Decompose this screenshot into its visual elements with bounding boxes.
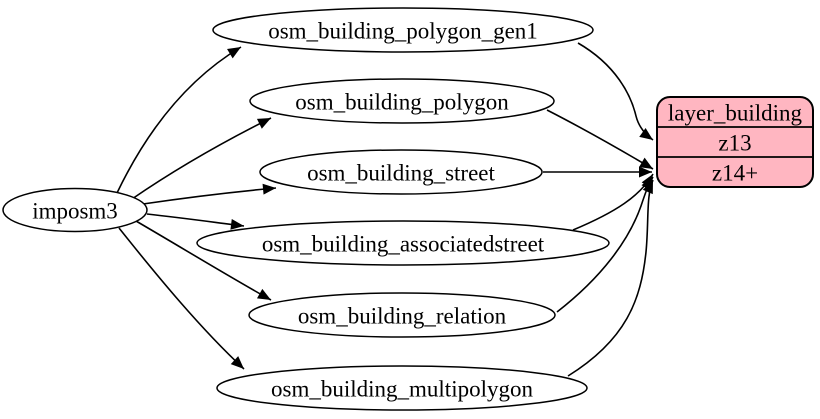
associatedstreet-label: osm_building_associatedstreet [262, 232, 545, 257]
multipolygon-label: osm_building_multipolygon [271, 377, 533, 402]
polygon-label: osm_building_polygon [295, 90, 509, 115]
polygon-ellipse [249, 78, 555, 124]
edge-multipolygon-to-z14 [567, 179, 654, 377]
relation-ellipse [248, 292, 556, 338]
layer-building-box [656, 96, 814, 188]
node-osm-building-multipolygon: osm_building_multipolygon [216, 365, 588, 411]
edges-from-source [116, 46, 277, 370]
node-osm-building-relation: osm_building_relation [248, 292, 556, 338]
edge-imposm3-to-multipolygon [118, 227, 245, 370]
node-osm-building-polygon: osm_building_polygon [249, 78, 555, 124]
polygon-gen1-label: osm_building_polygon_gen1 [268, 19, 538, 44]
layer-building-row-z14plus: z14+ [712, 161, 758, 186]
node-osm-building-street: osm_building_street [259, 149, 543, 195]
associatedstreet-ellipse [196, 220, 610, 266]
edge-imposm3-to-polygon-gen1 [116, 46, 242, 194]
polygon-gen1-ellipse [212, 7, 594, 53]
street-ellipse [259, 149, 543, 195]
edge-imposm3-to-associatedstreet [146, 213, 245, 230]
node-layer-building: layer_building z13 z14+ [656, 96, 814, 188]
multipolygon-ellipse [216, 365, 588, 411]
node-imposm3: imposm3 [2, 187, 148, 233]
edge-imposm3-to-street [142, 183, 277, 205]
edge-polygon-gen1-to-z13 [577, 42, 654, 141]
layer-building-row-z13: z13 [718, 131, 751, 156]
edge-associatedstreet-to-z14 [572, 173, 654, 231]
imposm3-label: imposm3 [32, 199, 118, 224]
edges-to-layer [543, 42, 654, 377]
street-label: osm_building_street [307, 161, 495, 186]
node-osm-building-polygon-gen1: osm_building_polygon_gen1 [212, 7, 594, 53]
edge-polygon-to-z14 [546, 109, 654, 170]
edge-imposm3-to-polygon [131, 117, 272, 200]
layer-building-title: layer_building [668, 101, 803, 126]
edge-imposm3-to-relation [135, 220, 272, 301]
imposm3-ellipse [2, 187, 148, 233]
relation-label: osm_building_relation [298, 304, 507, 329]
node-osm-building-associatedstreet: osm_building_associatedstreet [196, 220, 610, 266]
